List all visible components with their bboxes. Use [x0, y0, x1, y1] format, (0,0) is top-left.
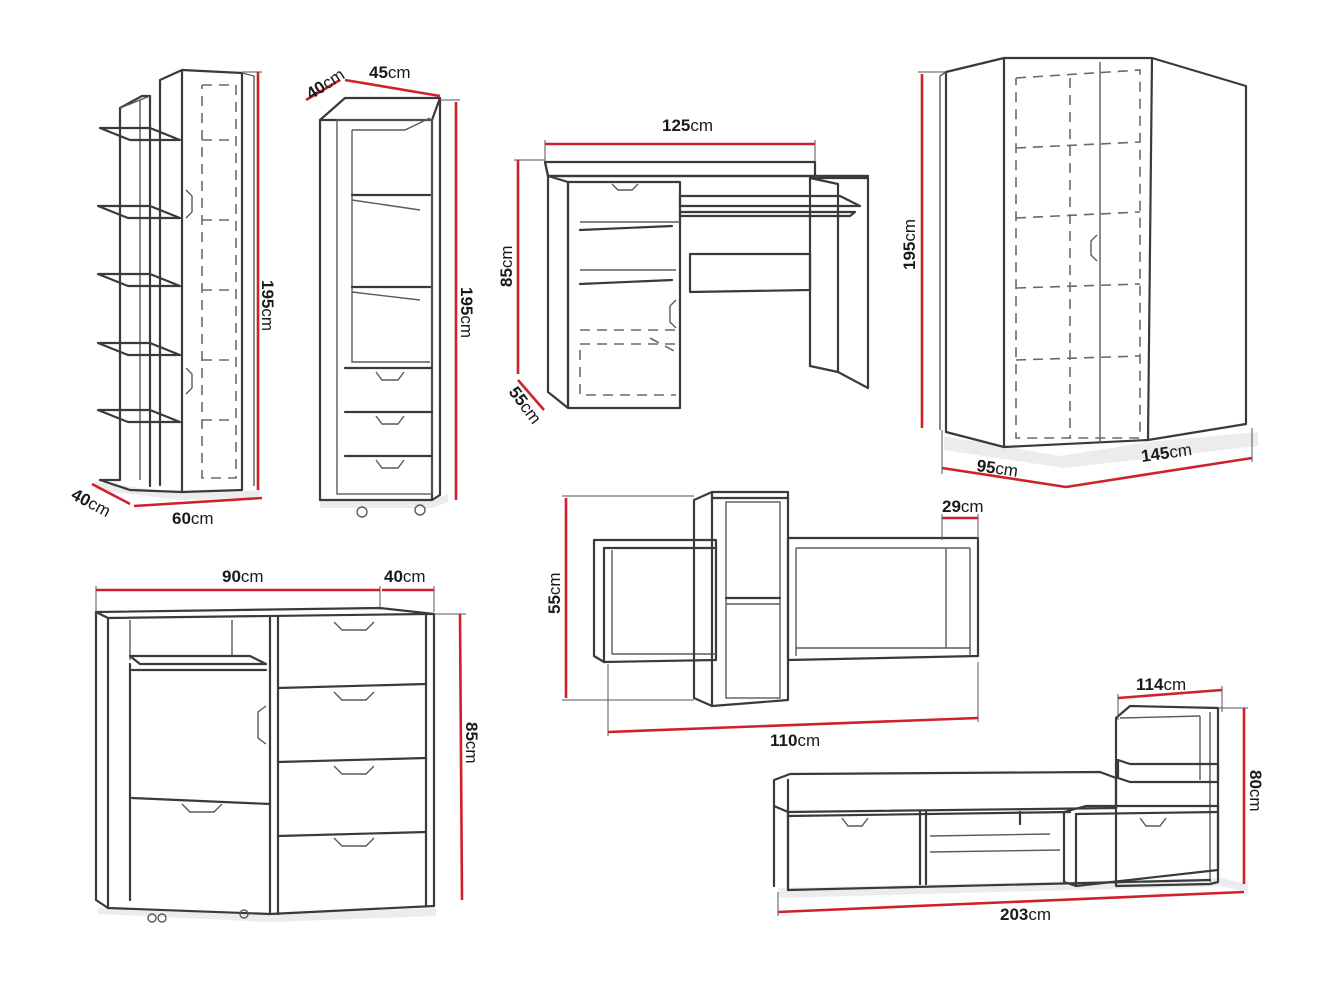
bed-drawing	[772, 704, 1248, 898]
unit-text: cm	[241, 567, 264, 586]
desk-drawing	[543, 160, 870, 410]
bookcase-width-label: 60cm	[172, 509, 214, 528]
unit-text: cm	[457, 315, 476, 338]
chest-of-drawers-dimensions	[95, 586, 466, 901]
unit-text: cm	[1168, 440, 1193, 462]
wardrobe-side-b-label: 145cm	[1140, 440, 1193, 466]
tall-cabinet-dimensions	[305, 78, 460, 500]
unit-text: cm	[497, 245, 516, 268]
chest-width-label: 90cm	[222, 567, 264, 586]
wall-shelf-dimensions	[562, 495, 979, 736]
chest-height-label: 85cm	[462, 722, 481, 764]
corner-wardrobe-dimensions	[918, 71, 1253, 489]
unit-text: cm	[388, 63, 411, 82]
chest-depth-value: 40	[384, 567, 403, 586]
wall-shelf-width-value: 110	[770, 731, 797, 750]
wall-shelf-width-label: 110cm	[770, 731, 820, 750]
chest-of-drawers-drawing	[94, 606, 436, 923]
unit-text: cm	[545, 572, 564, 595]
desk-height-label: 85cm	[497, 245, 516, 287]
unit-text: cm	[961, 497, 984, 516]
wall-shelf-depth-label: 29cm	[942, 497, 984, 516]
unit-text: cm	[994, 459, 1019, 481]
bookcase-open-drawing	[95, 68, 260, 500]
desk-width-label: 125cm	[662, 116, 713, 135]
corner-wardrobe-drawing	[939, 56, 1258, 468]
wardrobe-side-b-value: 145	[1140, 443, 1171, 466]
unit-text: cm	[258, 308, 277, 331]
wardrobe-side-a-value: 95	[975, 456, 996, 477]
unit-text: cm	[690, 116, 713, 135]
wall-shelf-height-label: 55cm	[545, 572, 564, 614]
bookcase-open-dimensions	[91, 71, 263, 508]
chest-depth-label: 40cm	[384, 567, 426, 586]
desk-width-value: 125	[662, 116, 690, 135]
unit-text: cm	[1028, 905, 1051, 924]
desk-height-value: 85	[497, 268, 516, 287]
bookcase-height-value: 195	[258, 280, 277, 308]
bed-height-label: 80cm	[1246, 770, 1265, 812]
unit-text: cm	[900, 219, 919, 242]
chest-height-value: 85	[462, 722, 481, 741]
tall-cabinet-height-label: 195cm	[457, 287, 476, 338]
chest-width-value: 90	[222, 567, 241, 586]
unit-text: cm	[797, 731, 820, 750]
unit-text: cm	[462, 741, 481, 764]
bed-dimensions	[777, 686, 1248, 916]
wardrobe-height-label: 195cm	[900, 219, 919, 270]
wall-shelf-drawing	[592, 490, 980, 708]
tall-cabinet-width-value: 45	[369, 63, 388, 82]
bed-headboard-width-value: 114	[1136, 675, 1164, 694]
wall-shelf-height-value: 55	[545, 595, 564, 614]
bed-length-value: 203	[1000, 905, 1028, 924]
wall-shelf-depth-value: 29	[942, 497, 961, 516]
tall-cabinet-drawing	[318, 96, 448, 518]
unit-text: cm	[1163, 675, 1186, 694]
unit-text: cm	[1246, 789, 1265, 812]
bed-length-label: 203cm	[1000, 905, 1051, 924]
bookcase-width-value: 60	[172, 509, 191, 528]
bed-headboard-width-label: 114cm	[1136, 675, 1186, 694]
bookcase-height-label: 195cm	[258, 280, 277, 331]
unit-text: cm	[191, 509, 214, 528]
tall-cabinet-height-value: 195	[457, 287, 476, 315]
desk-dimensions	[514, 140, 816, 411]
wardrobe-side-a-label: 95cm	[975, 456, 1019, 481]
bed-height-value: 80	[1246, 770, 1265, 789]
tall-cabinet-depth-label: 40cm	[303, 65, 348, 104]
tall-cabinet-width-label: 45cm	[369, 63, 411, 82]
unit-text: cm	[403, 567, 426, 586]
wardrobe-height-value: 195	[900, 242, 919, 270]
